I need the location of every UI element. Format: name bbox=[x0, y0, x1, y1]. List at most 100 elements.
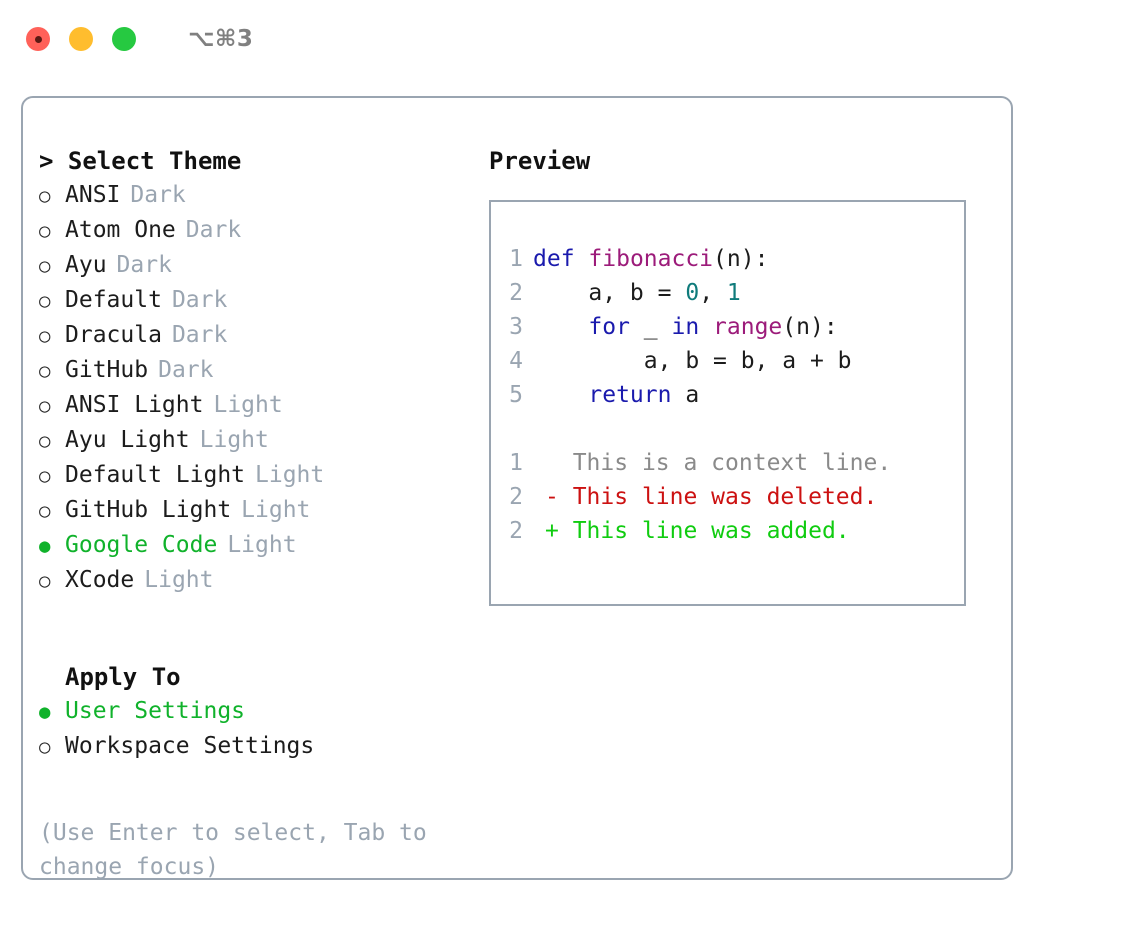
radio-unselected-icon: ○ bbox=[39, 736, 51, 758]
code-line-text: return a bbox=[533, 378, 699, 412]
theme-option-label: Atom One bbox=[65, 217, 176, 243]
theme-option-label: GitHub bbox=[65, 357, 149, 383]
radio-unselected-icon: ○ bbox=[39, 465, 51, 487]
code-token-punc bbox=[575, 246, 589, 272]
code-token-punc: (n): bbox=[713, 246, 769, 272]
code-token-num: 0 bbox=[685, 280, 700, 306]
apply-option-label: User Settings bbox=[65, 698, 246, 724]
theme-option-ansi[interactable]: ○ ANSI Dark bbox=[39, 178, 489, 213]
window-controls bbox=[26, 27, 136, 51]
theme-option-label: Default Light bbox=[65, 462, 246, 488]
code-line-number: 3 bbox=[509, 314, 523, 340]
apply-option-label: Workspace Settings bbox=[65, 733, 315, 759]
radio-unselected-icon: ○ bbox=[39, 325, 51, 347]
diff-sample: 1 This is a context line. 2- This line wa… bbox=[491, 446, 964, 548]
code-line-text: def fibonacci(n): bbox=[533, 242, 768, 276]
code-token-fn: range bbox=[713, 314, 783, 340]
diff-line-number: 1 bbox=[509, 450, 523, 476]
code-line-text: for _ in range(n): bbox=[533, 310, 838, 344]
code-token-var: a, b = b, a + b bbox=[533, 348, 852, 374]
code-token-fn: fibonacci bbox=[588, 246, 714, 272]
diff-line-del: 2- This line was deleted. bbox=[491, 480, 964, 514]
code-line: 4 a, b = b, a + b bbox=[491, 344, 964, 378]
code-token-punc: , bbox=[699, 280, 727, 306]
theme-variant-badge: Dark bbox=[116, 252, 172, 278]
code-token-punc bbox=[699, 314, 713, 340]
theme-option-default[interactable]: ○ Default Dark bbox=[39, 283, 489, 318]
theme-option-label: Google Code bbox=[65, 532, 218, 558]
code-token-var: a, b = bbox=[533, 280, 686, 306]
theme-option-ayu[interactable]: ○ Ayu Dark bbox=[39, 248, 489, 283]
theme-variant-badge: Dark bbox=[158, 357, 214, 383]
radio-unselected-icon: ○ bbox=[39, 430, 51, 452]
radio-unselected-icon: ○ bbox=[39, 290, 51, 312]
theme-option-label: ANSI Light bbox=[65, 392, 204, 418]
minimize-button[interactable] bbox=[69, 27, 93, 51]
preview-header: Preview bbox=[489, 147, 591, 175]
code-token-kw: in bbox=[671, 314, 700, 340]
diff-marker: + bbox=[545, 518, 559, 544]
code-token-var: _ bbox=[629, 314, 672, 340]
theme-variant-badge: Light bbox=[213, 392, 283, 418]
theme-option-default-light[interactable]: ○ Default Light Light bbox=[39, 458, 489, 493]
theme-option-label: ANSI bbox=[65, 182, 121, 208]
radio-selected-icon: ● bbox=[39, 535, 51, 557]
theme-option-label: Ayu bbox=[65, 252, 107, 278]
code-line: 1 def fibonacci(n): bbox=[491, 242, 964, 276]
radio-unselected-icon: ○ bbox=[39, 220, 51, 242]
code-token-kw: return bbox=[588, 382, 672, 408]
radio-unselected-icon: ○ bbox=[39, 185, 51, 207]
select-theme-header: > Select Theme bbox=[39, 147, 242, 175]
code-line: 5 return a bbox=[491, 378, 964, 412]
code-token-punc bbox=[533, 382, 588, 408]
theme-option-github[interactable]: ○ GitHub Dark bbox=[39, 353, 489, 388]
code-token-kw: def bbox=[533, 246, 575, 272]
theme-option-atom-one[interactable]: ○ Atom One Dark bbox=[39, 213, 489, 248]
code-token-num: 1 bbox=[726, 280, 741, 306]
apply-option-workspace-settings[interactable]: ○ Workspace Settings bbox=[39, 729, 489, 764]
theme-option-google-code[interactable]: ● Google Code Light bbox=[39, 528, 489, 563]
radio-unselected-icon: ○ bbox=[39, 500, 51, 522]
theme-variant-badge: Light bbox=[255, 462, 325, 488]
apply-option-user-settings[interactable]: ● User Settings bbox=[39, 694, 489, 729]
diff-line-number: 2 bbox=[509, 518, 523, 544]
keyboard-hint-text: (Use Enter to select, Tab to change focu… bbox=[39, 820, 427, 880]
radio-unselected-icon: ○ bbox=[39, 360, 51, 382]
code-line-number: 2 bbox=[509, 280, 523, 306]
close-button[interactable] bbox=[26, 27, 50, 51]
code-line-text: a, b = b, a + b bbox=[533, 344, 852, 378]
theme-variant-badge: Dark bbox=[171, 287, 228, 313]
zoom-button[interactable] bbox=[112, 27, 136, 51]
code-token-punc: (n): bbox=[782, 314, 838, 340]
diff-line-add: 2+ This line was added. bbox=[491, 514, 964, 548]
theme-variant-badge: Light bbox=[144, 567, 214, 593]
code-line: 2 a, b = 0, 1 bbox=[491, 276, 964, 310]
radio-selected-icon: ● bbox=[39, 701, 51, 723]
theme-option-label: Default bbox=[65, 287, 162, 313]
code-line: 3 for _ in range(n): bbox=[491, 310, 964, 344]
code-token-var: a bbox=[671, 382, 700, 408]
theme-variant-badge: Dark bbox=[185, 217, 242, 243]
radio-unselected-icon: ○ bbox=[39, 570, 51, 592]
code-line-text: a, b = 0, 1 bbox=[533, 276, 741, 310]
diff-marker: - bbox=[545, 484, 559, 510]
code-line-number: 1 bbox=[509, 246, 523, 272]
diff-line-text: This is a context line. bbox=[558, 450, 892, 476]
theme-variant-badge: Light bbox=[199, 427, 269, 453]
code-line-number: 4 bbox=[509, 348, 523, 374]
theme-variant-badge: Light bbox=[227, 532, 297, 558]
diff-line-number: 2 bbox=[509, 484, 523, 510]
theme-variant-badge: Dark bbox=[130, 182, 186, 208]
apply-to-header: Apply To bbox=[65, 663, 181, 691]
radio-unselected-icon: ○ bbox=[39, 255, 51, 277]
